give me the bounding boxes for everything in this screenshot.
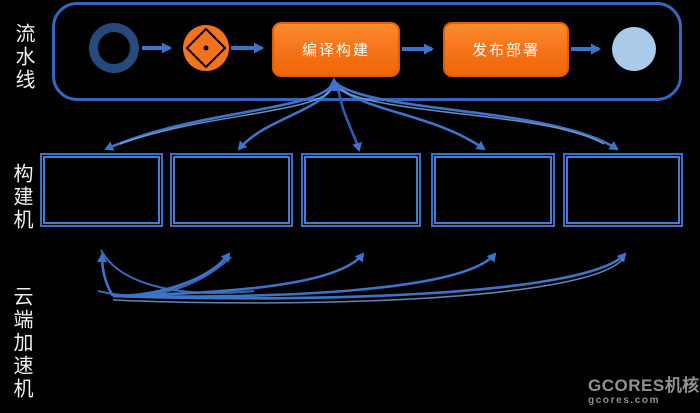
cloud-to-build-fan-arrows [97, 249, 627, 304]
compile-build-step-box: 编译构建 [272, 22, 400, 77]
watermark-brand-line: GCORES机核 [588, 377, 700, 395]
release-deploy-step-label: 发布部署 [471, 42, 540, 59]
trigger-center-dot [203, 45, 209, 51]
watermark-domain: gcores.com [588, 394, 661, 406]
cloud-accelerator-section-label: 云端加速机 [10, 286, 32, 401]
compile-build-step-label: 编译构建 [301, 42, 370, 59]
pipeline-trigger-diamond-icon [183, 25, 229, 71]
cloud-knot-strand-1 [100, 249, 255, 294]
pipeline-end-circle-icon [612, 27, 656, 71]
cloud-echo-strand [112, 258, 624, 304]
build-machine-box-5 [563, 153, 683, 227]
cloud-arrow-to-bm1 [97, 253, 115, 297]
watermark-brand-en: GCORES [588, 376, 665, 395]
watermark: GCORES机核 gcores.com [588, 377, 700, 406]
build-machine-box-1 [40, 153, 163, 227]
release-deploy-step-box: 发布部署 [443, 22, 569, 77]
cloud-arrow-to-bm3 [112, 252, 365, 298]
build-machine-box-4 [431, 153, 555, 227]
cloud-arrow-to-bm4 [112, 252, 497, 298]
build-machine-box-2 [170, 153, 293, 227]
watermark-brand-cn: 机核 [664, 376, 700, 395]
build-machine-box-3 [301, 153, 421, 227]
cloud-arrow-to-bm5 [112, 252, 627, 300]
cloud-arrow-to-bm2 [112, 252, 231, 298]
cloud-knot-strand-2 [97, 256, 232, 297]
pipeline-start-circle-icon [89, 23, 139, 73]
build-machine-section-label: 构建机 [10, 163, 32, 232]
pipeline-section-label: 流水线 [12, 23, 34, 92]
